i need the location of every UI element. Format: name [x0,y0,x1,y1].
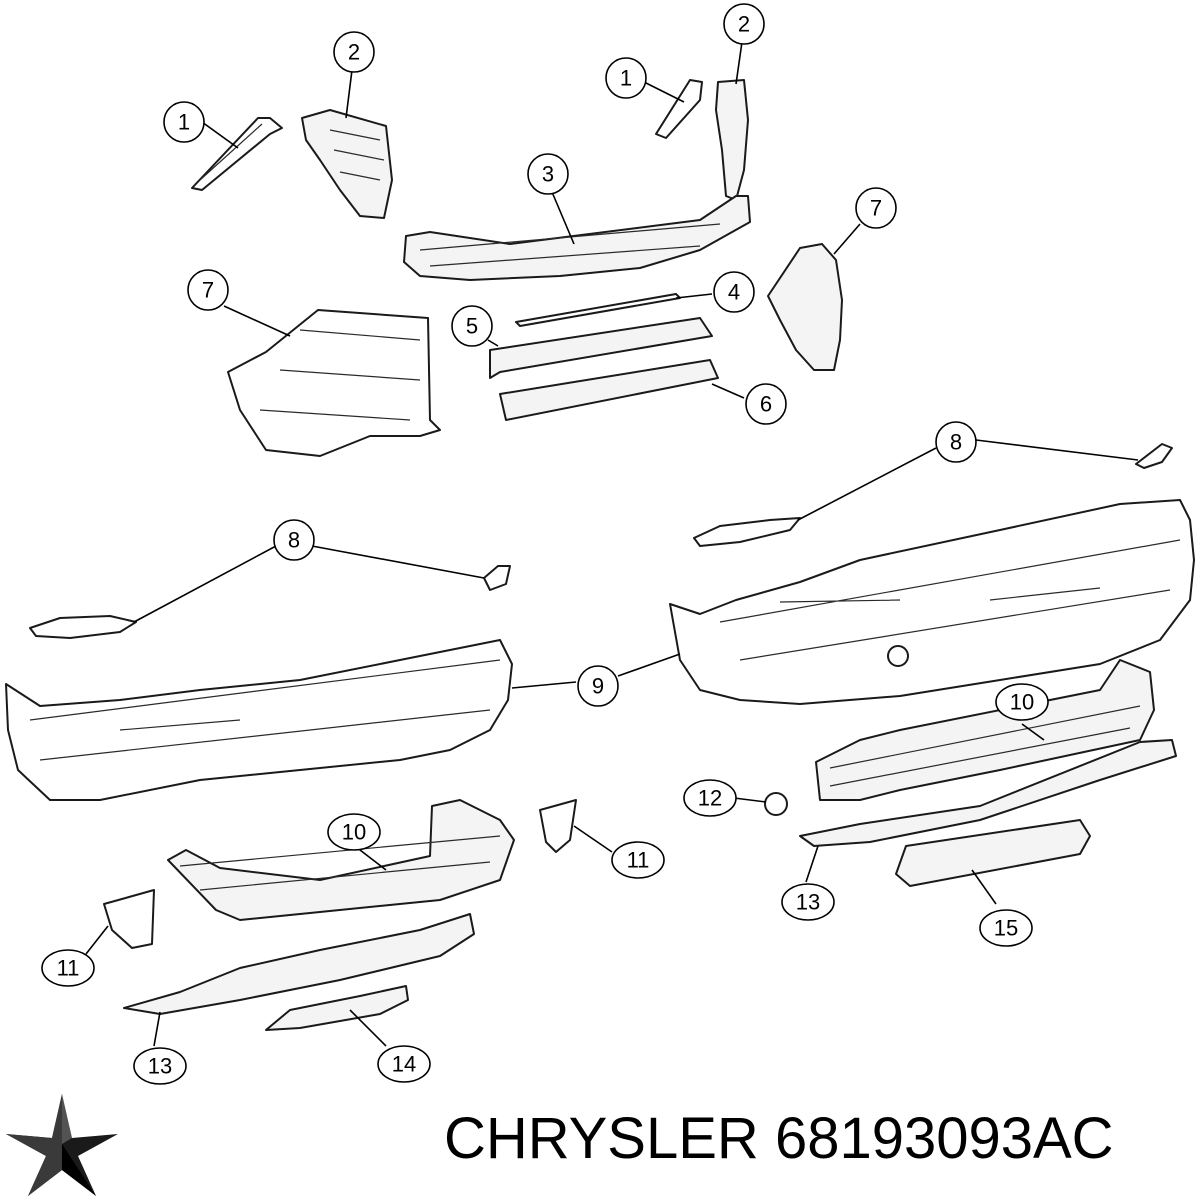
callout-3: 3 [527,153,569,195]
callouts: 1 2 1 2 3 7 7 4 [41,3,1049,1085]
callout-7-right: 7 [855,187,897,229]
part-9-left-fascia [5,639,513,801]
callout-5: 5 [451,305,493,347]
callout-label: 2 [348,40,360,65]
part-8-left-a [29,615,137,639]
part-8-right-upper-a [693,517,801,547]
callout-label: 2 [738,12,750,37]
callout-label: 1 [178,110,190,135]
callout-label: 7 [202,278,214,303]
callout-2-right: 2 [723,3,765,45]
callout-label: 5 [466,314,478,339]
callout-8-left: 8 [273,519,315,561]
callout-label: 9 [592,674,604,699]
callout-8-right: 8 [935,421,977,463]
callout-label: 6 [760,392,772,417]
callout-label: 10 [342,820,366,845]
callout-label: 1 [620,66,632,91]
callout-label: 12 [698,786,722,811]
callout-1-left: 1 [163,101,205,143]
callout-10-right: 10 [995,683,1049,721]
callout-label: 7 [870,196,882,221]
part-10-right-reinforcement [815,659,1155,801]
callout-13-left: 13 [133,1047,187,1085]
callout-14: 14 [377,1045,431,1083]
part-6-absorber [499,359,719,421]
part-4-strip [515,293,681,327]
callout-11-right: 11 [611,841,665,879]
callout-label: 13 [796,890,820,915]
callout-label: 11 [627,848,650,873]
callout-1-right: 1 [605,57,647,99]
part-number: 68193093AC [774,1106,1114,1171]
callout-label: 13 [148,1054,172,1079]
part-15-right-step-pad [895,819,1091,887]
part-2-right-bracket [715,79,749,201]
part-2-left-bracket [301,109,393,219]
callout-label: 11 [57,956,80,981]
callout-10-left: 10 [327,813,381,851]
callout-label: 15 [994,916,1018,941]
callout-label: 8 [950,430,962,455]
callout-label: 10 [1010,690,1034,715]
part-7-left-corner [227,309,441,457]
part-1-right-bracket [655,79,703,139]
pentastar-icon [6,1094,118,1196]
callout-11-left: 11 [41,949,95,987]
callout-label: 4 [728,280,740,305]
callout-label: 8 [288,528,300,553]
part-7-right-corner [767,243,843,371]
callout-12: 12 [683,779,737,817]
parts-drawing [5,79,1195,1031]
callout-label: 14 [392,1052,416,1077]
part-13-right-valance [799,739,1177,847]
footer-caption: CHRYSLER 68193093AC [444,1105,1194,1185]
part-13-left-valance [123,913,475,1015]
callout-13-right: 13 [781,883,835,921]
part-1-left-bracket [191,117,283,191]
leader-lines [85,41,1139,1047]
callout-label: 3 [542,162,554,187]
callout-6: 6 [745,383,787,425]
part-11-right-bracket [539,799,577,853]
part-11-left-bracket [103,889,155,949]
callout-9: 9 [577,665,619,707]
part-8-right-upper-b [1135,443,1173,469]
brand-name: CHRYSLER [444,1106,759,1171]
callout-7-left: 7 [187,269,229,311]
part-9-right-fascia [669,499,1195,705]
part-3-beam [403,195,751,281]
part-8-left-b [483,565,511,591]
part-5-absorber [489,317,713,379]
callout-4: 4 [713,271,755,313]
callout-2-left: 2 [333,31,375,73]
part-14-left-step-pad [265,985,409,1031]
part-10-left-reinforcement [167,799,515,921]
callout-15: 15 [979,909,1033,947]
part-12-plug [764,792,788,816]
